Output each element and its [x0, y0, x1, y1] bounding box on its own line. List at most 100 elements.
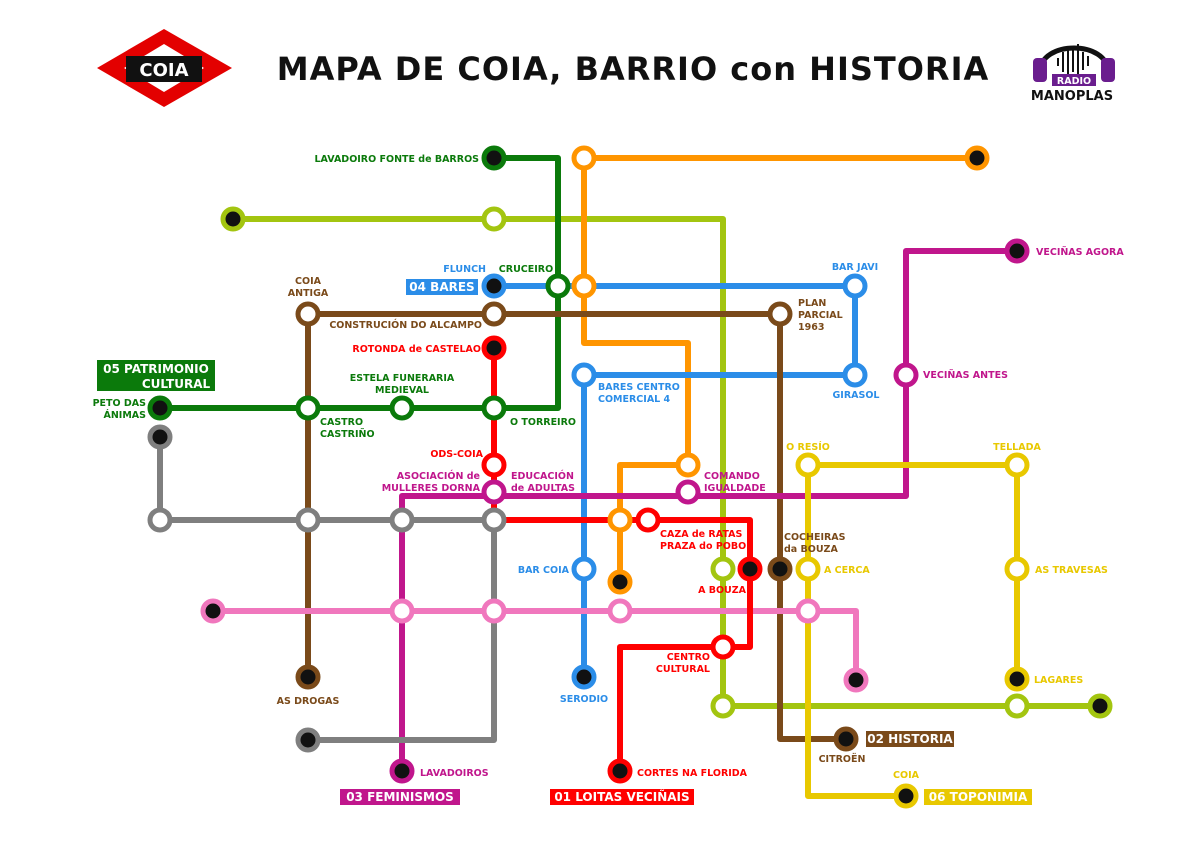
station-cortes[interactable]	[607, 758, 633, 784]
station-pink-end[interactable]	[843, 667, 869, 693]
svg-text:BARES CENTRO: BARES CENTRO	[598, 382, 680, 393]
station-bares-orange[interactable]	[571, 273, 597, 299]
label-castro: CASTRIÑO	[320, 429, 375, 440]
station-orange-red[interactable]	[607, 507, 633, 533]
tag-06-toponimia[interactable]	[924, 789, 1032, 805]
station-gray-start[interactable]	[147, 424, 173, 450]
label-cocheiras: da BOUZA	[784, 544, 838, 555]
station-bares-cc[interactable]	[571, 362, 597, 388]
station-bar-coia[interactable]	[571, 556, 597, 582]
station-lime-end[interactable]	[1087, 693, 1113, 719]
station-peto[interactable]	[147, 395, 173, 421]
label-torreiro: O TORREIRO	[510, 417, 576, 428]
station-coia[interactable]	[893, 783, 919, 809]
svg-text:CAZA de RATAS: CAZA de RATAS	[660, 529, 742, 540]
station-girasol[interactable]	[842, 362, 868, 388]
label-centro-cultural: CULTURAL	[656, 664, 710, 675]
station-orange-top[interactable]	[571, 145, 597, 171]
station-resio[interactable]	[795, 452, 821, 478]
station-cruceiro[interactable]	[545, 273, 571, 299]
tag-02-historia[interactable]	[866, 731, 954, 747]
station-pink-3[interactable]	[607, 598, 633, 624]
station-plan-parcial[interactable]	[767, 301, 793, 327]
station-castro[interactable]	[295, 395, 321, 421]
station-orange-mid[interactable]	[675, 452, 701, 478]
station-gray-2[interactable]	[295, 507, 321, 533]
station-lime-stop[interactable]	[481, 206, 507, 232]
station-torreiro[interactable]	[481, 395, 507, 421]
station-lime-lagares[interactable]	[1004, 693, 1030, 719]
station-a-cerca[interactable]	[795, 556, 821, 582]
station-lagares[interactable]	[1004, 666, 1030, 692]
station-as-drogas[interactable]	[295, 664, 321, 690]
station-pink-1[interactable]	[389, 598, 415, 624]
station-pink-2[interactable]	[481, 598, 507, 624]
label-asociacion: MULLERES DORNA	[382, 483, 481, 494]
tag-01-loitas[interactable]	[550, 789, 694, 805]
label-construcion: CONSTRUCIÓN DO ALCAMPO	[329, 319, 482, 331]
label-lavadoiro-fonte: LAVADOIRO FONTE de BARROS	[314, 154, 479, 165]
logo-text: COIA	[139, 60, 188, 81]
station-gray-4[interactable]	[481, 507, 507, 533]
station-centro-cultural[interactable]	[710, 634, 736, 660]
station-orange-start[interactable]	[607, 569, 633, 595]
svg-text:ASOCIACIÓN de: ASOCIACIÓN de	[397, 470, 480, 482]
headphone-left-icon	[1033, 58, 1047, 82]
tag-04-bares[interactable]	[406, 279, 478, 295]
station-tellada[interactable]	[1004, 452, 1030, 478]
station-rotonda[interactable]	[481, 335, 507, 361]
station-lime-bouza[interactable]	[710, 556, 736, 582]
station-gray-end[interactable]	[295, 727, 321, 753]
label-cortes: CORTES NA FLORIDA	[637, 768, 748, 779]
station-ods[interactable]	[481, 452, 507, 478]
station-orange-end[interactable]	[964, 145, 990, 171]
station-as-travesas[interactable]	[1004, 556, 1030, 582]
station-lavadoiro-fonte[interactable]	[481, 145, 507, 171]
station-flunch[interactable]	[481, 273, 507, 299]
station-bar-javi[interactable]	[842, 273, 868, 299]
station-pink-4[interactable]	[795, 598, 821, 624]
station-construcion[interactable]	[481, 301, 507, 327]
label-vecinas-antes: VECIÑAS ANTES	[923, 370, 1008, 381]
station-estela[interactable]	[389, 395, 415, 421]
tag-03-feminismos[interactable]	[340, 789, 460, 805]
svg-text:PETO DAS: PETO DAS	[93, 398, 147, 409]
label-as-drogas: AS DROGAS	[277, 696, 340, 707]
label-citroen: CITROËN	[819, 754, 866, 765]
station-pink-start[interactable]	[200, 598, 226, 624]
station-gray-3[interactable]	[389, 507, 415, 533]
station-vecinas-antes[interactable]	[893, 362, 919, 388]
station-lime-start[interactable]	[220, 206, 246, 232]
stations	[147, 145, 1113, 809]
radio-manoplas-logo: RADIO MANOPLAS	[1031, 44, 1115, 104]
station-a-bouza[interactable]	[737, 556, 763, 582]
page-title: MAPA DE COIA, BARRIO con HISTORIA	[277, 50, 989, 88]
station-lavadoiros[interactable]	[389, 758, 415, 784]
station-asociacion[interactable]	[481, 479, 507, 505]
svg-text:CULTURAL: CULTURAL	[142, 377, 211, 391]
tag-05-patrimonio[interactable]	[97, 360, 215, 391]
station-coia-antiga[interactable]	[295, 301, 321, 327]
line-tags: 04 BARES 05 PATRIMONIO CULTURAL 02 HISTO…	[97, 279, 1032, 805]
svg-text:03 FEMINISMOS: 03 FEMINISMOS	[346, 790, 454, 804]
station-comando[interactable]	[675, 479, 701, 505]
label-rotonda: ROTONDA de CASTELAO	[352, 344, 481, 355]
svg-text:ESTELA FUNERARIA: ESTELA FUNERARIA	[350, 373, 455, 384]
station-vecinas-agora[interactable]	[1004, 238, 1030, 264]
station-cocheiras[interactable]	[767, 556, 793, 582]
svg-text:MANOPLAS: MANOPLAS	[1031, 89, 1113, 104]
station-citroen[interactable]	[833, 726, 859, 752]
station-lime-low[interactable]	[710, 693, 736, 719]
station-caza[interactable]	[635, 507, 661, 533]
line-lime	[233, 216, 1100, 709]
label-comando: IGUALDADE	[704, 483, 766, 494]
radio-tag	[1052, 74, 1096, 86]
label-coia: COIA	[893, 770, 920, 781]
label-peto: ÁNIMAS	[104, 409, 147, 421]
label-serodio: SERODIO	[560, 694, 608, 705]
station-serodio[interactable]	[571, 664, 597, 690]
station-gray-1[interactable]	[147, 507, 173, 533]
label-educacion: de ADULTAS	[511, 483, 575, 494]
label-as-travesas: AS TRAVESAS	[1035, 565, 1108, 576]
